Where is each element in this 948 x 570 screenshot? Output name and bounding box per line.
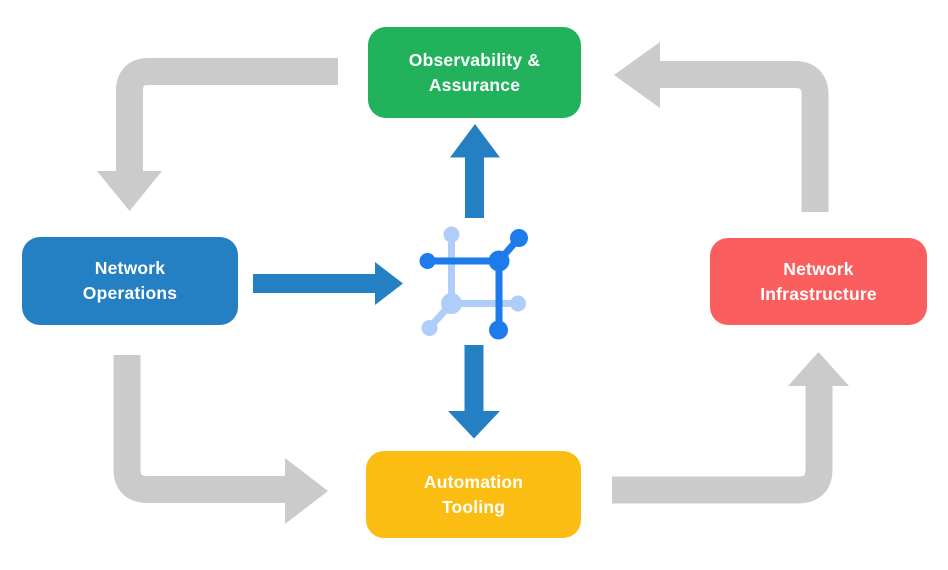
arrow-head-right (285, 458, 328, 524)
label-line: Infrastructure (760, 283, 877, 304)
label-line: Observability & (408, 49, 541, 70)
arrow-shaft (612, 386, 833, 504)
node-observability: Observability & Assurance (368, 27, 581, 118)
arrow-head-left (614, 42, 660, 108)
icon-corner-top-right (488, 250, 510, 272)
arrow-infrastructure-to-observability (614, 42, 829, 212)
node-automation: Automation Tooling (366, 451, 581, 538)
arrow-center-to-observability (450, 124, 500, 218)
arrow-observability-to-operations (97, 58, 338, 211)
icon-corner-bottom-left (441, 293, 462, 314)
arrow-head-up (788, 352, 849, 386)
icon-node-top-right (510, 229, 528, 247)
label-line: Operations (82, 283, 178, 303)
icon-node-left (419, 253, 436, 269)
arrow-shaft (116, 58, 338, 173)
node-operations: Network Operations (22, 237, 238, 325)
icon-node-bottom (489, 320, 508, 340)
arrow-automation-to-infrastructure (612, 352, 849, 504)
arrow-head-down (97, 171, 162, 211)
node-infrastructure-label: Network Infrastructure (760, 257, 877, 307)
icon-node-top (443, 226, 460, 243)
arrow-head-up (450, 124, 500, 158)
node-infrastructure: Network Infrastructure (710, 238, 927, 325)
label-line: Network (783, 258, 854, 279)
label-line: Network (94, 258, 166, 279)
arrow-shaft (659, 61, 829, 212)
node-automation-label: Automation Tooling (424, 470, 523, 520)
arrow-shaft (113, 355, 286, 503)
label-line: Assurance (428, 74, 521, 95)
arrow-operations-to-automation (113, 355, 328, 524)
icon-light-frame (448, 235, 517, 307)
arrow-head-down (448, 411, 500, 439)
arrow-center-to-automation (448, 345, 500, 439)
network-mesh-icon (419, 226, 528, 340)
icon-node-bottom-left (421, 320, 438, 336)
label-line: Automation (423, 471, 524, 492)
icon-node-right (510, 295, 526, 312)
node-observability-label: Observability & Assurance (409, 48, 540, 98)
arrow-head-right (375, 262, 403, 305)
label-line: Tooling (441, 496, 506, 517)
node-operations-label: Network Operations (83, 256, 177, 306)
arrow-operations-to-center (253, 262, 403, 305)
